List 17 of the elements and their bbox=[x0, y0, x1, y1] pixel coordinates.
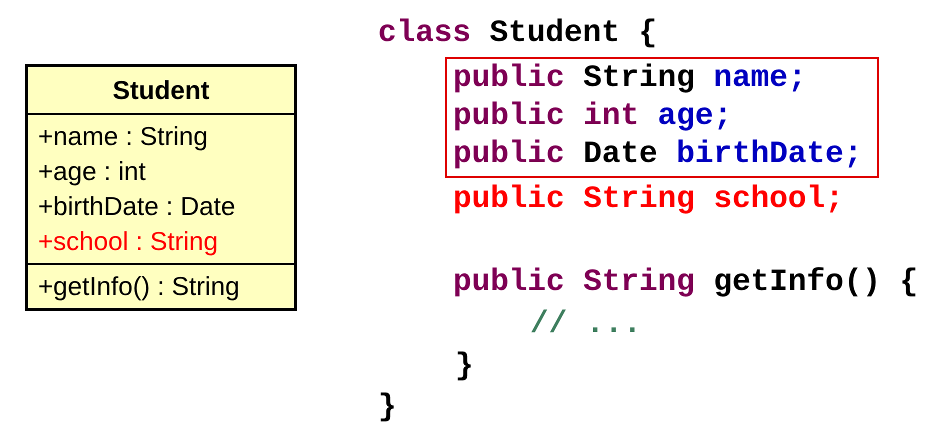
code-line: public String school; bbox=[453, 181, 844, 219]
attribute-text: +age : int bbox=[38, 155, 146, 188]
attribute-text: +birthDate : Date bbox=[38, 190, 236, 223]
code-line: public int age; bbox=[453, 98, 734, 136]
code-line: class Student { bbox=[378, 15, 658, 53]
code-line: public String getInfo() { bbox=[453, 264, 918, 302]
highlight-box bbox=[445, 57, 879, 178]
code-line: } bbox=[378, 389, 397, 427]
code-line: public Date birthDate; bbox=[453, 136, 864, 174]
code-line: } bbox=[455, 348, 474, 386]
class-box bbox=[25, 64, 297, 311]
attribute-text: +name : String bbox=[38, 120, 208, 153]
class-name: Student bbox=[112, 74, 210, 107]
code-line: // ... bbox=[530, 306, 642, 344]
method-text: +getInfo() : String bbox=[38, 270, 240, 303]
attribute-text: +school : String bbox=[38, 225, 218, 258]
code-line: public String name; bbox=[453, 60, 808, 98]
